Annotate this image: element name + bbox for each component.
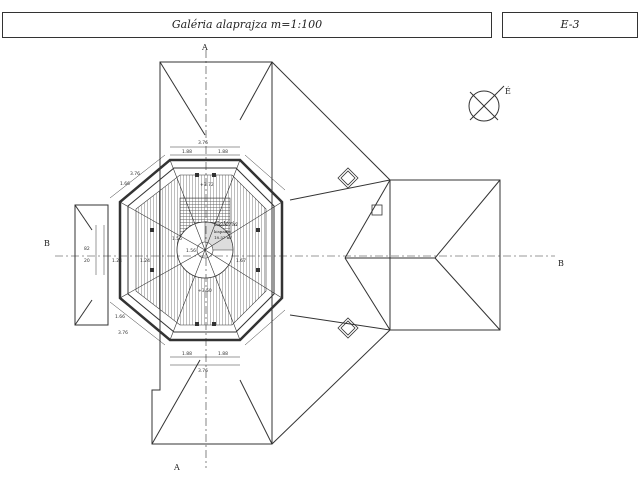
- sheet-number-block: E-3: [502, 12, 638, 38]
- dim-right-mid: 1.67: [236, 258, 246, 264]
- skylight-bottom: [337, 317, 359, 339]
- dim-bottom-right: 1.88: [218, 351, 228, 357]
- roof-outline: [74, 61, 501, 445]
- skylight-top: [337, 167, 383, 216]
- room-sub: kispadló: [214, 229, 232, 234]
- dim-left-mid: 1.56: [186, 248, 196, 254]
- title-block: Galéria alaprajza m=1:100: [2, 12, 492, 38]
- north-label: É: [505, 87, 511, 96]
- posts: [150, 173, 260, 326]
- dim-bottom-total: 3.76: [198, 368, 208, 374]
- dim-top-left: 1.88: [182, 149, 192, 155]
- section-b-left-label: B: [44, 239, 50, 248]
- section-a-top-label: A: [201, 43, 208, 52]
- dim-top-diag-a: 1.66: [120, 181, 130, 187]
- dim-small-b: 20: [84, 258, 90, 264]
- dim-top-right: 1.88: [218, 149, 228, 155]
- section-b-right-label: B: [558, 259, 564, 268]
- dim-left-b: 1.24: [112, 258, 122, 264]
- room-name: Galéria: [214, 220, 238, 228]
- gallery-floor: [136, 175, 266, 325]
- dim-bottom-diag-a: 1.66: [115, 314, 125, 320]
- dimension-lines: [95, 146, 286, 366]
- dim-small-a: 82: [84, 246, 90, 252]
- room-area: 18.57 m²: [214, 235, 233, 240]
- dim-bottom-left: 1.88: [182, 351, 192, 357]
- radial-beams: [119, 159, 283, 341]
- dim-center-v: 1.56: [172, 236, 182, 242]
- level-mid: +3.50: [198, 288, 212, 294]
- dim-top-diag-b: 3.76: [130, 171, 140, 177]
- north-arrow-icon: [468, 85, 505, 122]
- dim-left-a: 1.24: [140, 258, 150, 264]
- drawing-title: Galéria alaprajza m=1:100: [171, 18, 323, 31]
- sheet-number: E-3: [560, 18, 580, 31]
- dim-bottom-diag-b: 3.76: [118, 330, 128, 336]
- level-top: +3.72: [200, 182, 214, 188]
- dim-top-total: 3.76: [198, 140, 208, 146]
- section-a-bottom-label: A: [173, 463, 180, 472]
